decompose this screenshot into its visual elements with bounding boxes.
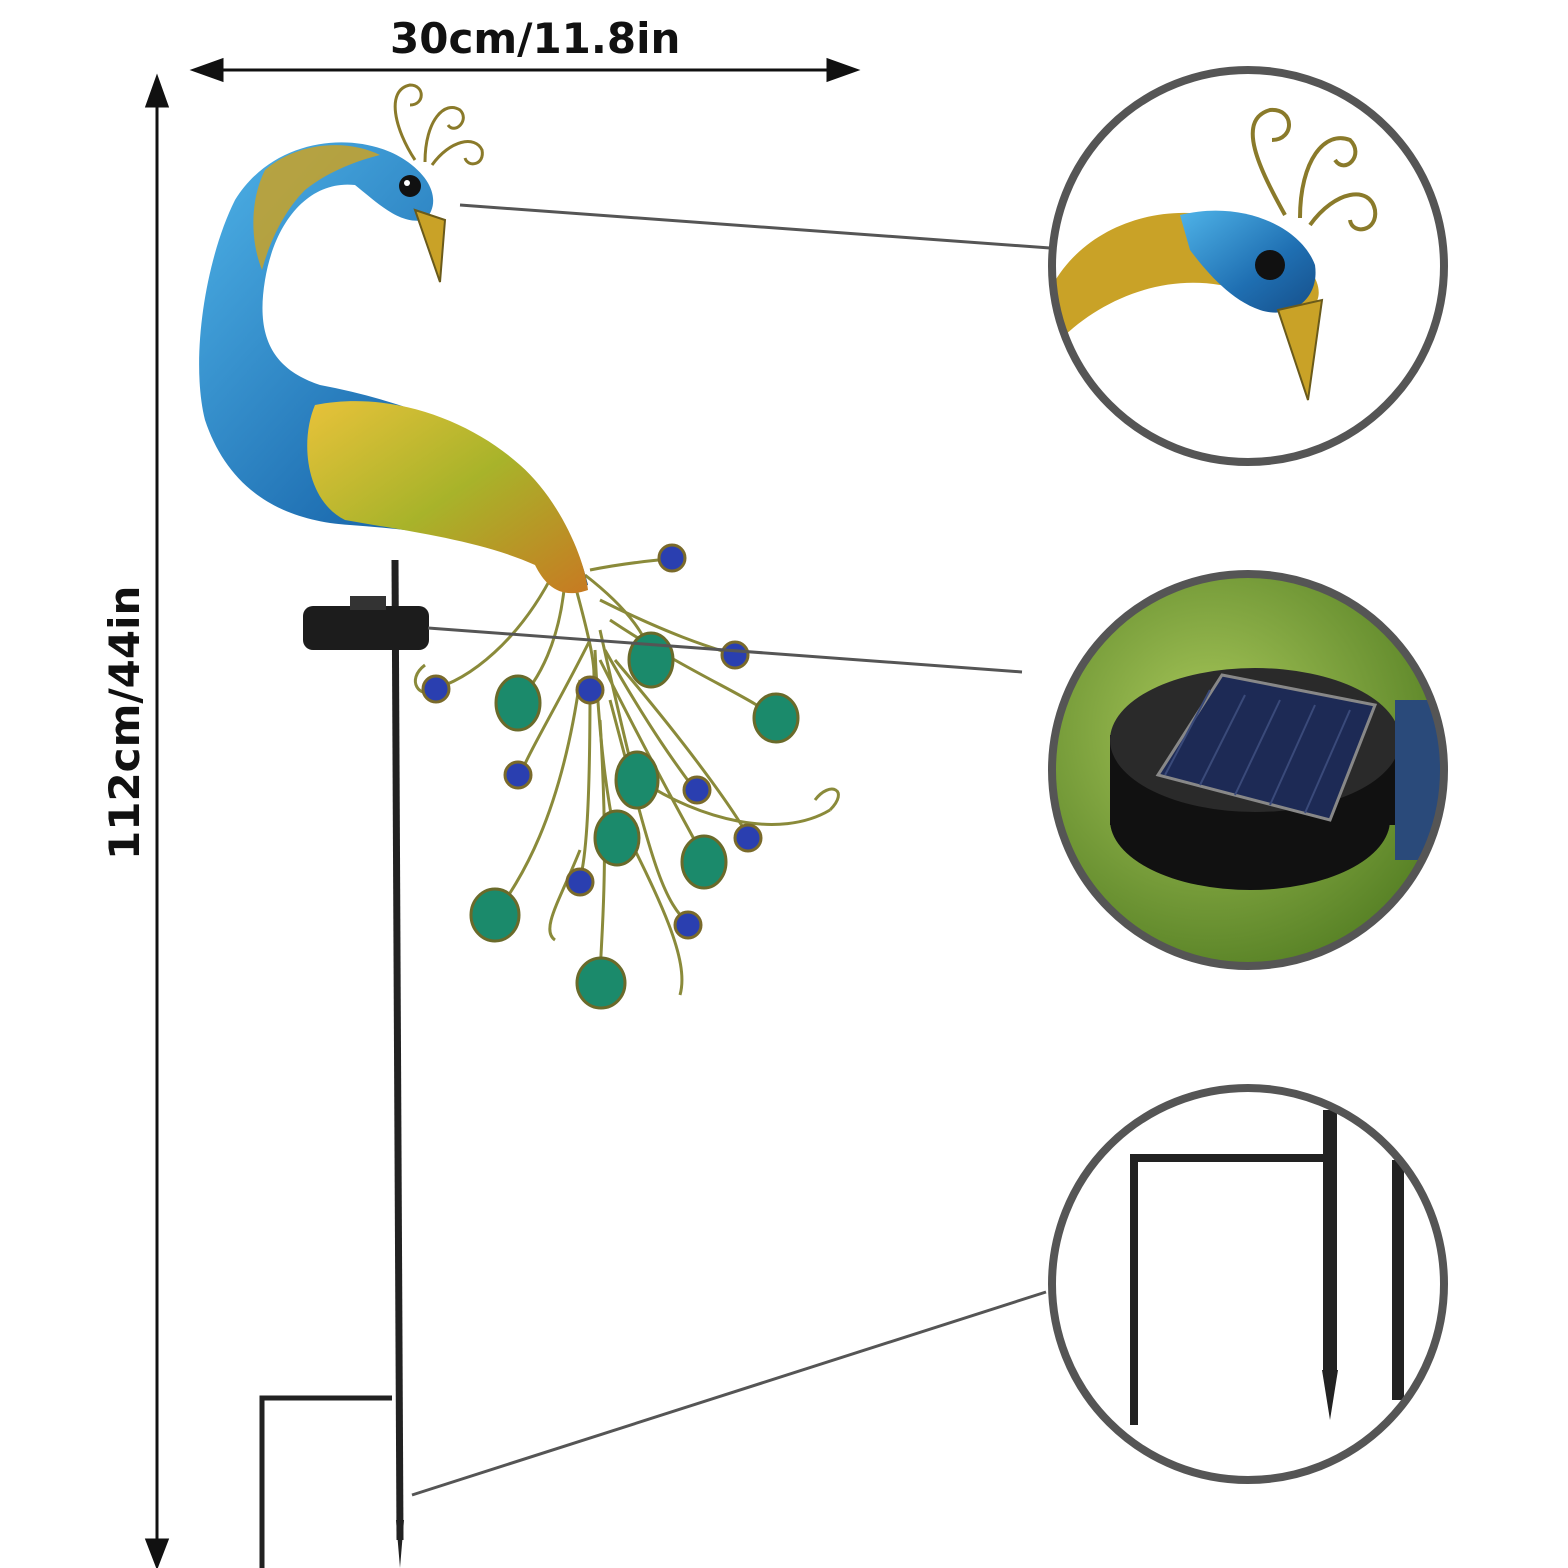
solar-unit	[303, 596, 429, 650]
ground-stake-detail-callout	[1048, 1084, 1448, 1484]
height-arrow	[144, 73, 170, 1568]
peacock-body	[199, 83, 589, 594]
ground-stake	[259, 559, 404, 1568]
head-detail-callout	[1048, 66, 1448, 466]
tail-gems	[421, 543, 800, 1010]
solar-panel-detail-callout	[1048, 570, 1448, 970]
width-arrow	[189, 57, 861, 83]
width-dimension-label: 30cm/11.8in	[390, 14, 681, 63]
leader-lines	[411, 203, 1051, 1497]
